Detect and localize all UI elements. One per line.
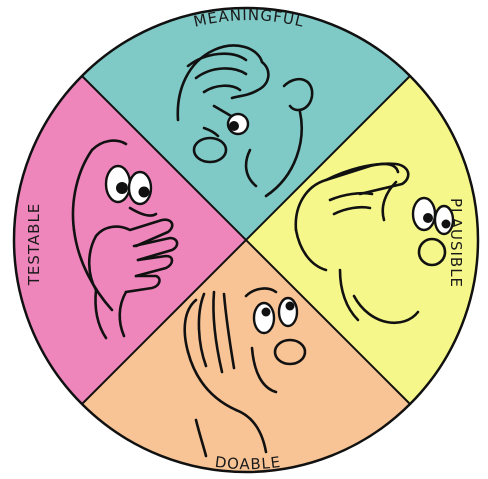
label-testable-text: TESTABLE xyxy=(25,203,43,287)
label-doable: DOABLE xyxy=(214,453,282,473)
label-testable: TESTABLE xyxy=(25,203,43,287)
